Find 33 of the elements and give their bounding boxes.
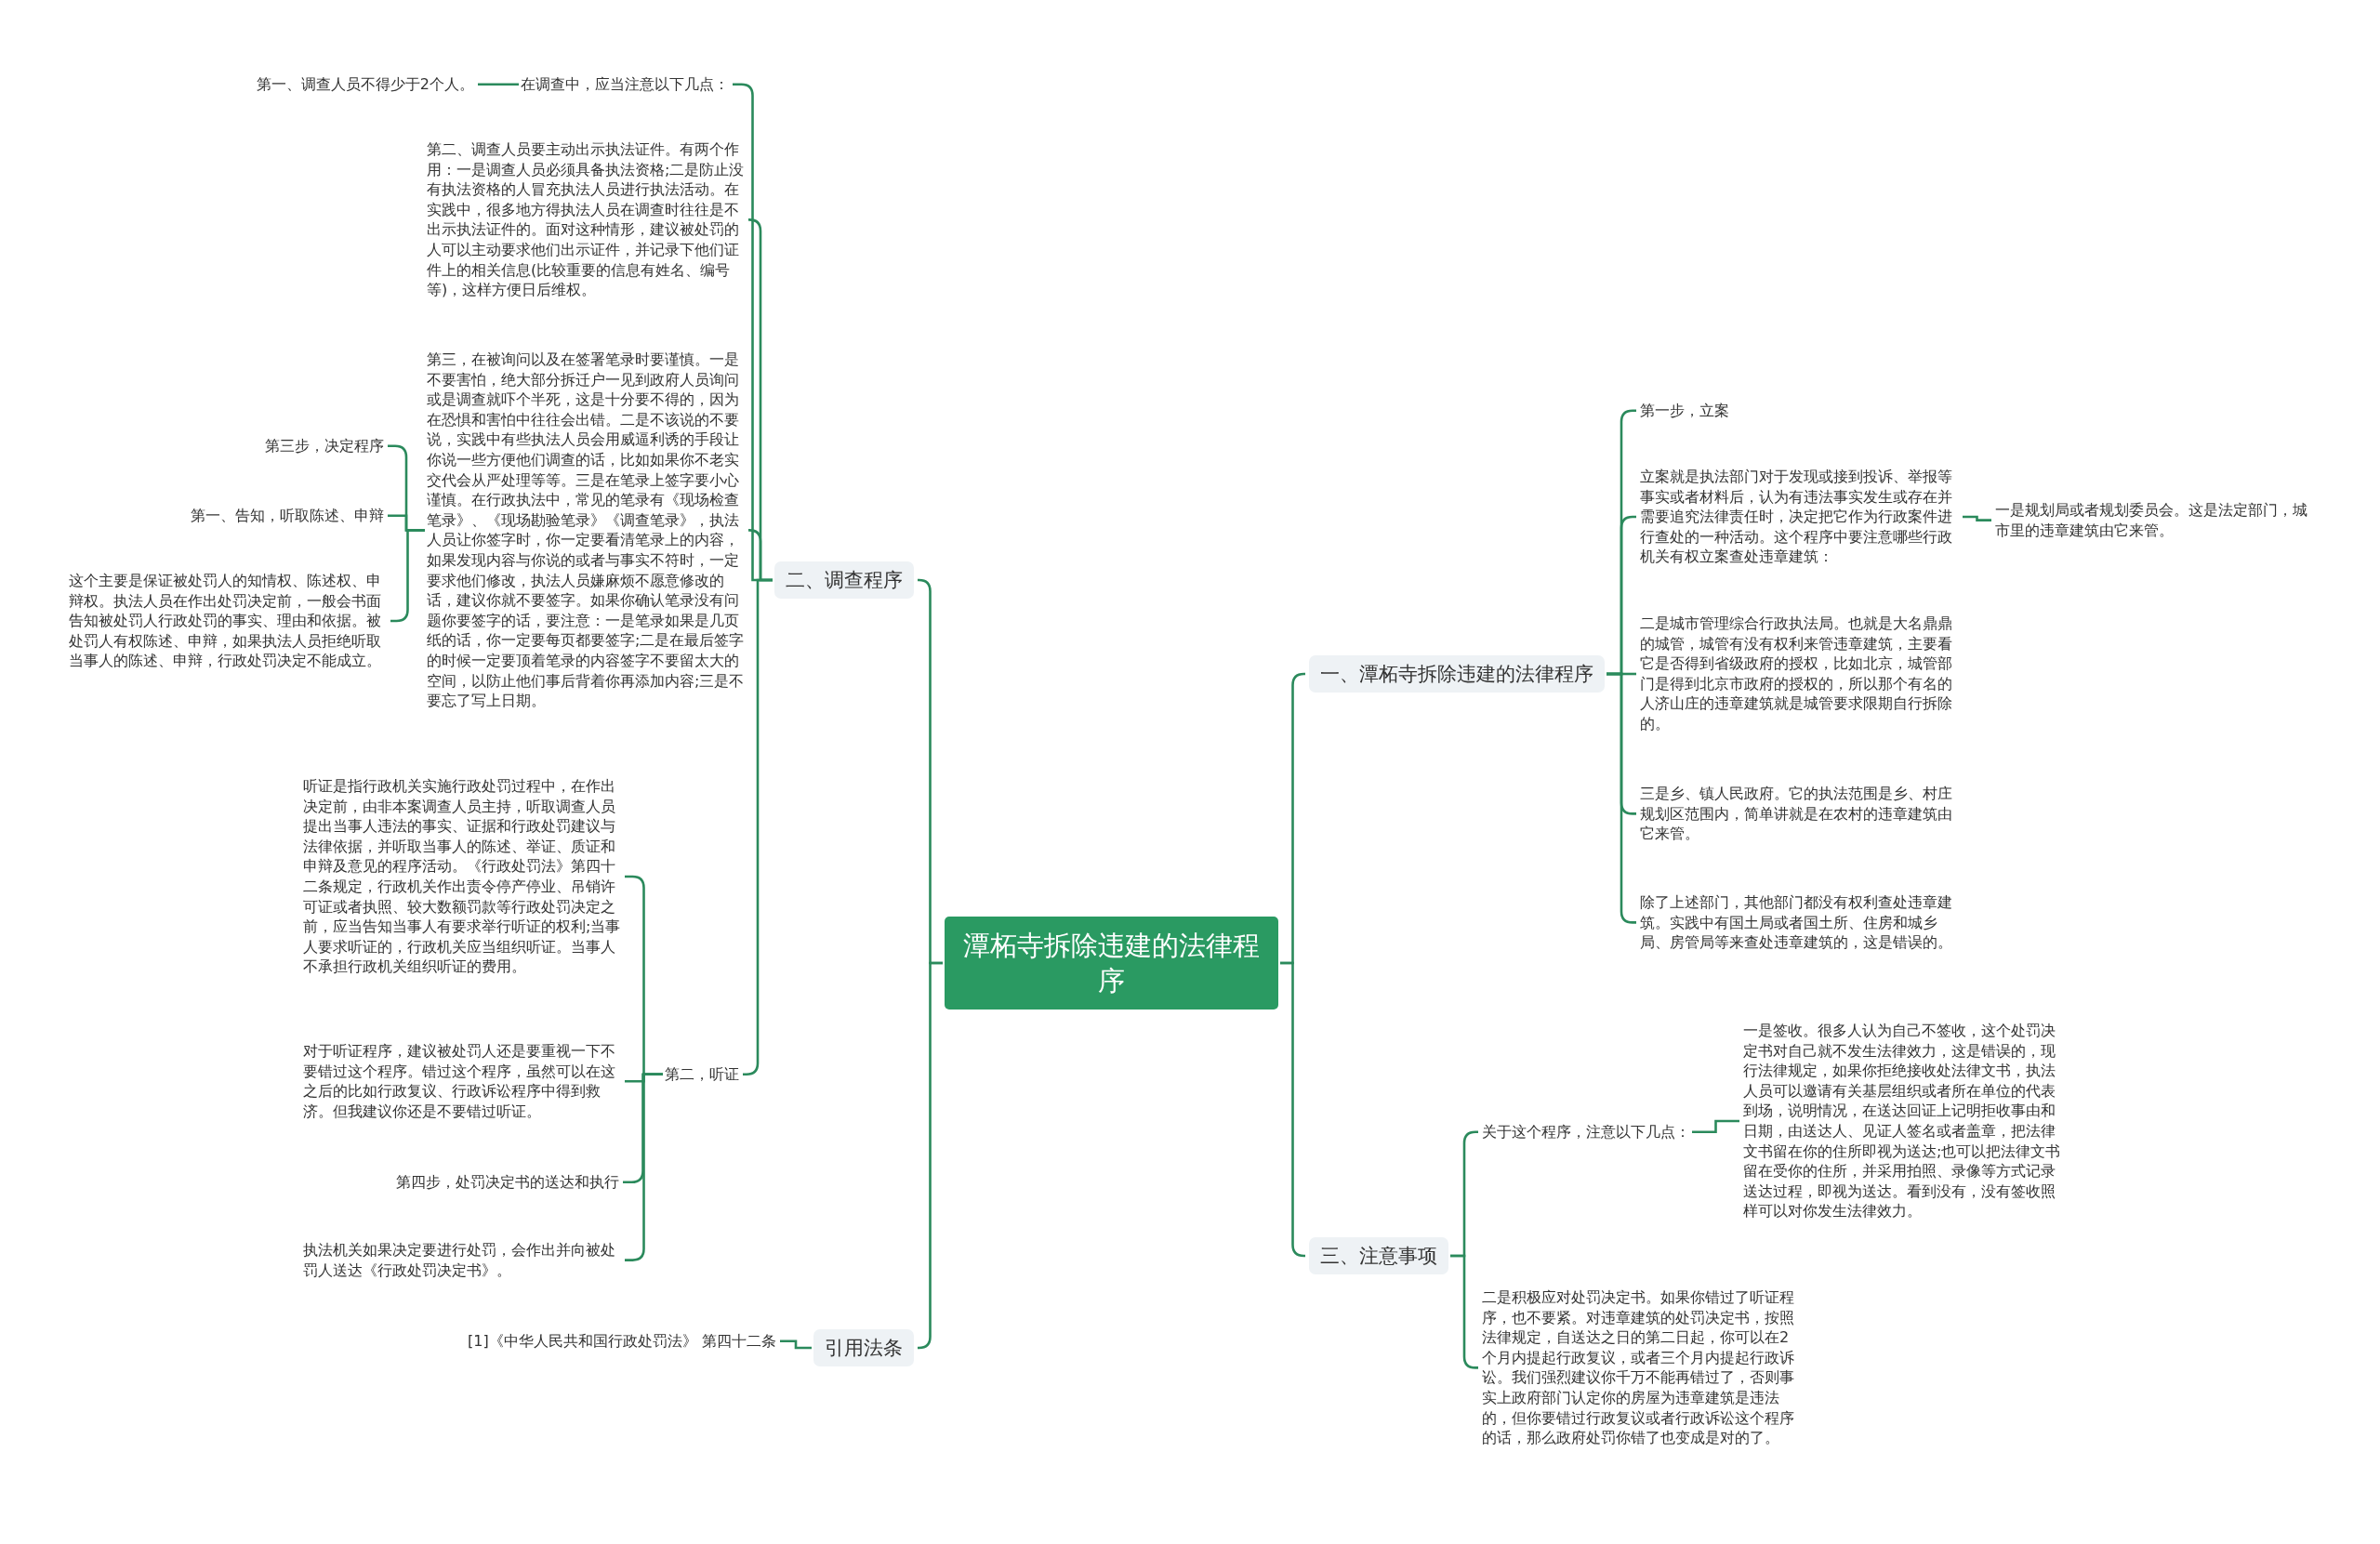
topic-text: 对于听证程序，建议被处罚人还是要重视一下不要错过这个程序。错过这个程序，虽然可以在这之后的比如行政复议、行政诉讼程序中得到救济。但我建议你还是不要错过听证。: [303, 1041, 621, 1122]
topic-text: 第一、调查人员不得少于2个人。: [256, 74, 474, 95]
topic-text: 在调查中，应当注意以下几点：: [521, 74, 729, 95]
topic-text: 二是城市管理综合行政执法局。也就是大名鼎鼎的城管，城管有没有权利来管违章建筑，主要看它是否得到省级政府的授权，比如北京，城管部门是得到北京市政府的授权的，所以那个有名的人济山庄的违章建筑就是城管要求限期自行拆除的。: [1640, 614, 1961, 734]
topic-text: 一是签收。很多人认为自己不签收，这个处罚决定书对自己就不发生法律效力，这是错误的，现行法律规定，如果你拒绝接收处法律文书，执法人员可以邀请有关基层组织或者所在单位的代表到场，说明情况，在送达回证上记明拒收事由和日期，由送达人、见证人签名或者盖章，把法律文书留在你的住所即视为送达;也可以把法律文书留在受你的住所，并采用拍照、录像等方式记录送达过程，即视为送达。看到没有，没有签收照样可以对你发生法律效力。: [1743, 1021, 2064, 1221]
connector-line: [1963, 515, 1991, 521]
topic-text: 第三，在被询问以及在签署笔录时要谨慎。一是不要害怕，绝大部分拆迁户一见到政府人员询问或是调查就吓个半死，这是十分要不得的，因为在恐惧和害怕中往往会出错。二是不该说的不要说，实践中有些执法人员会用威逼利诱的手段让你说一些方便他们调查的话，比如如果你不老实交代会从严处理等等。三是在笔录上签字要小心谨慎。在行政执法中，常见的笔录有《现场检查笔录》、《现场勘验笔录》《调查笔录》，执法人员让你签字时，你一定要看清笔录上的内容，如果发现内容与你说的或者与事实不符时，一定要求他们修改，执法人员嫌麻烦不愿意修改的话，建议你就不要签字。如果你确认笔录没有问题你要签字的话，要注意：一是笔录如果是几页纸的话，你一定要每页都要签字;二是在最后签字的时候一定要顶着笔录的内容签字不要留太大的空间，以防止他们事后背着你再添加内容;三是不要忘了写上日期。: [427, 350, 745, 711]
topic-text: 二是积极应对处罚决定书。如果你错过了听证程序，也不要紧。对违章建筑的处罚决定书，按照法律规定，自送达之日的第二日起，你可以在2个月内提起行政复议，或者三个月内提起行政诉讼。我们强烈建议你千万不能再错过了，否则事实上政府部门认定你的房屋为违章建筑是违法的，但你要错过行政复议或者行政诉讼这个程序的话，那么政府处罚你错了也变成是对的了。: [1482, 1287, 1803, 1448]
topic-text: 听证是指行政机关实施行政处罚过程中，在作出决定前，由非本案调查人员主持，听取调查人员提出当事人违法的事实、证据和行政处罚建议与法律依据，并听取当事人的陈述、举证、质证和申辩及意见的程序活动。《行政处罚法》第四十二条规定，行政机关作出责令停产停业、吊销许可证或者执照、较大数额罚款等行政处罚决定之前，应当告知当事人有要求举行听证的权利;当事人要求听证的，行政机关应当组织听证。当事人不承担行政机关组织听证的费用。: [303, 776, 621, 977]
central-topic-box: 潭柘寺拆除违建的法律程序: [945, 917, 1278, 1010]
topic-text: 第二，听证: [665, 1064, 739, 1085]
connector-line: [1692, 1119, 1739, 1134]
topic-text: 第一、告知，听取陈述、申辩: [191, 506, 384, 526]
topic-text: 第一步，立案: [1640, 401, 1729, 421]
topic-text: 这个主要是保证被处罚人的知情权、陈述权、申辩权。执法人员在作出处罚决定前，一般会书面告知被处罚人行政处罚的事实、理由和依据。被处罚人有权陈述、申辩，如果执法人员拒绝听取当事人的陈述、申辩，行政处罚决定不能成立。: [69, 571, 387, 671]
topic-text: 第二、调查人员要主动出示执法证件。有两个作用：一是调查人员必须具备执法资格;二是防止没有执法资格的人冒充执法人员进行执法活动。在实践中，很多地方得执法人员在调查时往往是不出示执法证件的。面对这种情形，建议被处罚的人可以主动要求他们出示证件，并记录下他们证件上的相关信息(比较重要的信息有姓名、编号等)，这样方便日后维权。: [427, 139, 745, 300]
branch-topic-box: 引用法条: [813, 1329, 914, 1366]
branch-topic-box: 一、潭柘寺拆除违建的法律程序: [1309, 655, 1605, 693]
connector-line: [478, 83, 519, 86]
topic-text: 关于这个程序，注意以下几点：: [1482, 1122, 1690, 1142]
branch-topic-box: 三、注意事项: [1309, 1237, 1448, 1274]
topic-text: 第四步，处罚决定书的送达和执行: [396, 1172, 619, 1193]
topic-text: 三是乡、镇人民政府。它的执法范围是乡、村庄规划区范围内，简单讲就是在农村的违章建筑由它来管。: [1640, 784, 1961, 844]
connector-line: [917, 961, 943, 1350]
topic-text: 立案就是执法部门对于发现或接到投诉、举报等事实或者材料后，认为有违法事实发生或存在并需要追究法律责任时，决定把它作为行政案件进行查处的一种活动。这个程序中要注意哪些行政机关有权立案查处违章建筑：: [1640, 467, 1961, 567]
topic-text: [1]《中华人民共和国行政处罚法》 第四十二条: [468, 1331, 776, 1352]
topic-text: 一是规划局或者规划委员会。这是法定部门，城市里的违章建筑由它来管。: [1995, 500, 2311, 541]
topic-text: 第三步，决定程序: [265, 436, 384, 456]
topic-text: 执法机关如果决定要进行处罚，会作出并向被处罚人送达《行政处罚决定书》。: [303, 1240, 621, 1281]
branch-topic-box: 二、调查程序: [774, 561, 914, 599]
connector-line: [1280, 961, 1306, 1258]
connector-line: [780, 1339, 812, 1350]
topic-text: 除了上述部门，其他部门都没有权利查处违章建筑。实践中有国土局或者国土所、住房和城乡局、房管局等来查处违章建筑的，这是错误的。: [1640, 892, 1961, 953]
